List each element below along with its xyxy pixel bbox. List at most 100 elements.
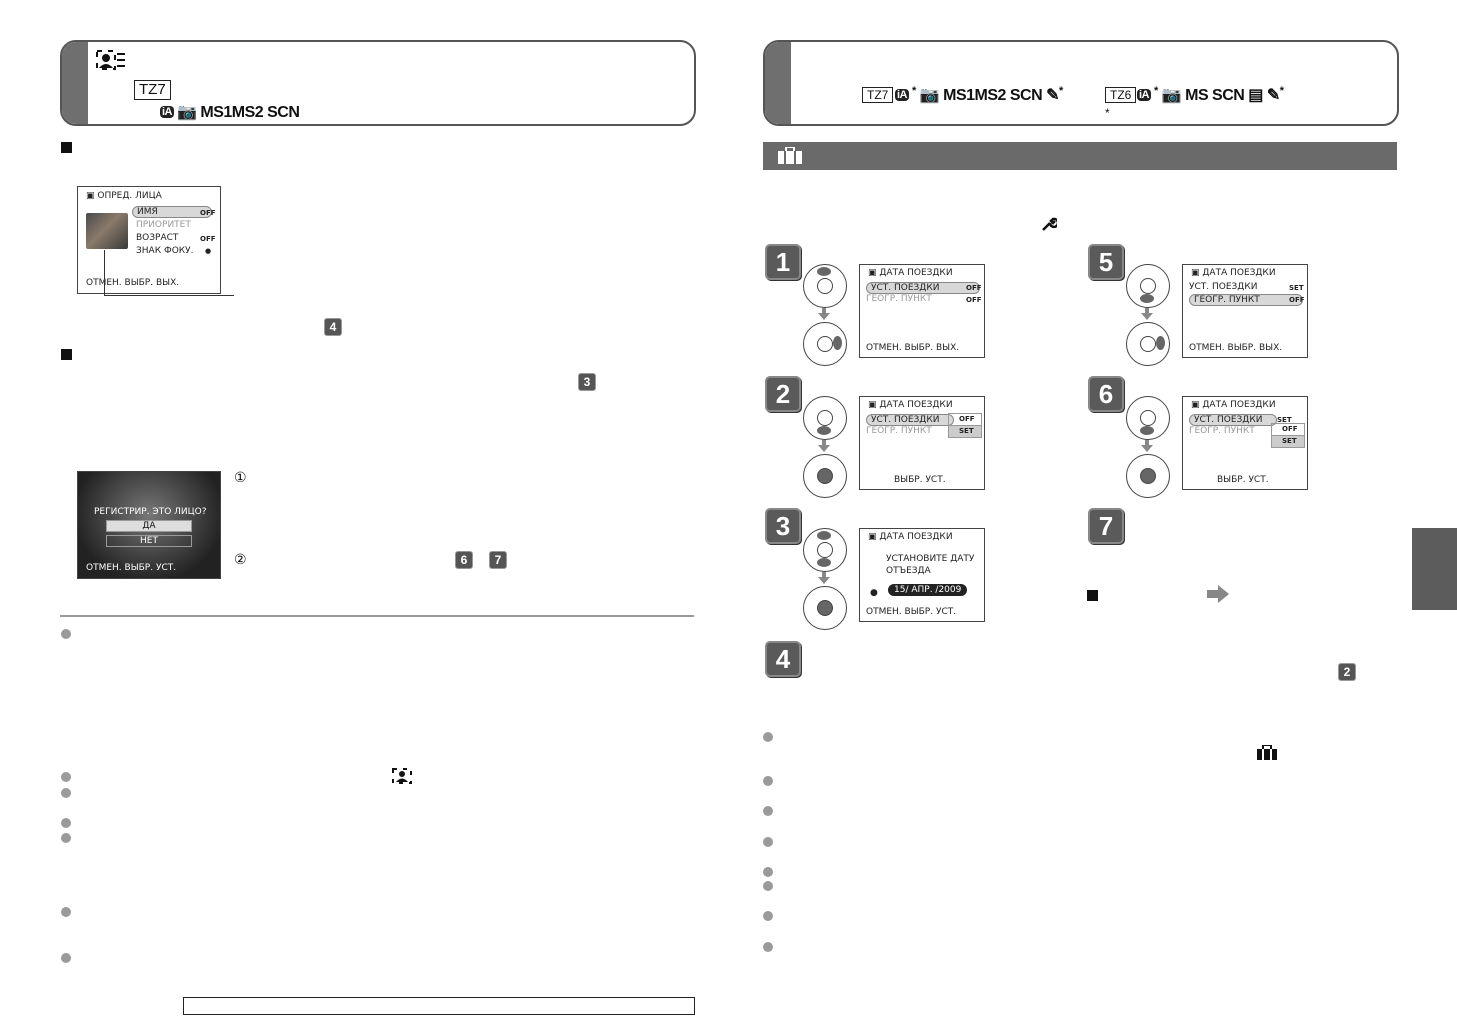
camera-icon: ● [870, 588, 878, 598]
model-badge-tz7: TZ7 [134, 80, 171, 100]
menu-item-priority[interactable]: ПРИОРИТЕТ [136, 220, 191, 230]
face-photo [86, 213, 128, 249]
popup-option[interactable]: SET [948, 425, 982, 438]
control-dial[interactable] [803, 586, 847, 630]
control-dial[interactable] [803, 322, 847, 366]
arrow-down-icon [1141, 313, 1153, 320]
menu-item[interactable]: УСТ. ПОЕЗДКИ [866, 282, 980, 294]
section-marker-2 [61, 349, 72, 360]
dial-center-button[interactable] [817, 542, 833, 558]
header-band [62, 42, 88, 124]
control-dial[interactable] [1126, 264, 1170, 308]
dial-down-highlight [817, 426, 831, 435]
arrow-stem [1145, 440, 1149, 445]
screen-footer: ОТМЕН. ВЫБР. ВЫХ. [86, 278, 180, 288]
camera-icon: 📷 [177, 104, 197, 121]
dial-down-highlight [1140, 294, 1154, 303]
modes-text: MS1MS2 SCN [200, 104, 300, 121]
control-dial[interactable] [1126, 454, 1170, 498]
control-dial[interactable] [1126, 322, 1170, 366]
screen-footer: ОТМЕН. ВЫБР. УСТ. [866, 607, 957, 617]
callout-line [104, 250, 105, 296]
chapter-tab [1412, 528, 1457, 610]
menu-item[interactable]: УСТ. ПОЕЗДКИ [866, 414, 954, 426]
camera-icon: 📷 [919, 87, 940, 104]
control-dial[interactable] [803, 264, 847, 308]
dial-center-button[interactable] [817, 410, 833, 426]
dial-center-button[interactable] [817, 278, 833, 294]
popup-option[interactable]: SET [1271, 435, 1305, 448]
note-bullet [61, 833, 71, 843]
step-ref-3: 3 [578, 373, 596, 391]
menu-item[interactable]: ГЕОГР. ПУНКТ [866, 294, 932, 304]
arrow-stem [822, 440, 826, 445]
dial-up-highlight [817, 267, 831, 276]
menu-item[interactable]: УСТ. ПОЕЗДКИ [1189, 282, 1258, 292]
face-recognition-icon [392, 768, 412, 784]
note-bullet [763, 776, 773, 786]
mode-icons: iA📷 MS1MS2 SCN [160, 102, 300, 122]
face-recognition-icon [96, 50, 125, 70]
note-bullet [763, 732, 773, 742]
step-number-7: 7 [1088, 508, 1124, 544]
dial-center-button[interactable] [1140, 278, 1156, 294]
suitcase-icon: ▣ [868, 268, 877, 278]
note-bullet [61, 629, 71, 639]
dial-up-highlight [817, 531, 831, 540]
tz6-modes: MS SCN [1185, 87, 1245, 104]
section-marker [61, 142, 72, 153]
arrow-down-icon [818, 445, 830, 452]
section-marker [1087, 590, 1098, 601]
control-dial[interactable] [1126, 396, 1170, 440]
control-dial[interactable] [803, 454, 847, 498]
note-bullet [763, 837, 773, 847]
wrench-icon [1042, 217, 1057, 231]
register-no-button[interactable]: НЕТ [106, 535, 192, 547]
camera-icon: 📷 [1161, 87, 1182, 104]
clipboard-icon: ✎ [1046, 87, 1059, 104]
step-ref-7: 7 [489, 551, 507, 569]
dial-center-button[interactable] [817, 336, 833, 352]
menu-item[interactable]: ГЕОГР. ПУНКТ [866, 426, 932, 436]
register-footer: ОТМЕН. ВЫБР. УСТ. [86, 563, 177, 573]
step-number-1: 1 [765, 244, 801, 280]
control-dial[interactable] [803, 396, 847, 440]
menu-value-focus: ● [205, 247, 212, 255]
screen-title: ▣ ДАТА ПОЕЗДКИ [1191, 400, 1276, 410]
suitcase-icon: ▣ [1191, 268, 1200, 278]
menu-item-name[interactable]: ИМЯ [132, 206, 212, 218]
menu-item[interactable]: УСТ. ПОЕЗДКИ [1189, 414, 1277, 426]
dial-center-button[interactable] [1140, 410, 1156, 426]
register-yes-button[interactable]: ДА [106, 520, 192, 532]
tz6-mode-icons: iA* 📷 MS SCN ▤ ✎* [1137, 85, 1284, 104]
arrow-stem [822, 572, 826, 577]
menu-item[interactable]: ГЕОГР. ПУНКТ [1189, 294, 1303, 306]
note-bullet [61, 772, 71, 782]
dial-down-highlight [817, 558, 831, 567]
menu-value-name: OFF [200, 209, 216, 217]
tz7-modes: MS1MS2 SCN [943, 87, 1043, 104]
date-field[interactable]: 15/ АПР. /2009 [888, 584, 968, 596]
menu-value-age: OFF [200, 235, 216, 243]
register-face-screen: РЕГИСТРИР. ЭТО ЛИЦО? ДА НЕТ ОТМЕН. ВЫБР.… [77, 471, 221, 579]
note-bullet [763, 911, 773, 921]
instruction-line: ОТЪЕЗДА [886, 566, 931, 576]
step-number-2: 2 [765, 376, 801, 412]
dial-center-button[interactable] [1140, 468, 1156, 484]
section-bar [763, 142, 1397, 170]
screen-footer: ВЫБР. УСТ. [1217, 475, 1269, 485]
step-ref-6: 6 [455, 551, 473, 569]
control-dial[interactable] [803, 528, 847, 572]
menu-item[interactable]: ГЕОГР. ПУНКТ [1189, 426, 1255, 436]
lcd-screen: ▣ ДАТА ПОЕЗДКИ УСТ. ПОЕЗДКИ SET ГЕОГР. ПУНК… [1182, 396, 1308, 490]
screen-title: ▣ ДАТА ПОЕЗДКИ [868, 400, 953, 410]
dial-center-button[interactable] [817, 468, 833, 484]
dial-center-button[interactable] [1140, 336, 1156, 352]
dial-center-button[interactable] [817, 600, 833, 616]
menu-item-focus[interactable]: ЗНАК ФОКУ. [136, 246, 194, 256]
screen-title: ▣ ДАТА ПОЕЗДКИ [1191, 268, 1276, 278]
left-header-box: TZ7 iA📷 MS1MS2 SCN [60, 40, 696, 126]
menu-item-age[interactable]: ВОЗРАСТ [136, 233, 179, 243]
